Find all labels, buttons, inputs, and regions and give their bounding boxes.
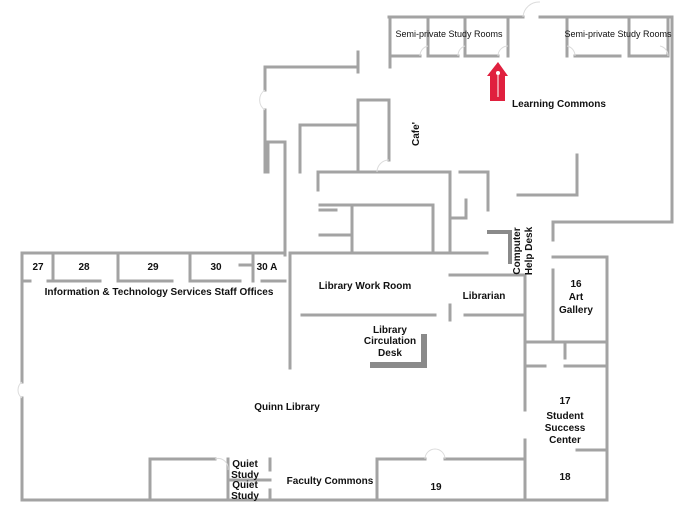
- label-art: Art: [569, 292, 584, 303]
- circulation-desk-counter: [370, 334, 427, 368]
- label-circ-desk: Desk: [378, 348, 402, 359]
- label-faculty-commons: Faculty Commons: [287, 476, 374, 487]
- label-student: Student: [546, 411, 584, 422]
- label-room-19: 19: [430, 482, 442, 493]
- label-help-desk: Help Desk: [524, 226, 535, 275]
- label-success: Success: [545, 423, 586, 434]
- label-quiet-study-1a: Quiet: [232, 459, 258, 470]
- you-are-here-arrow-icon: [487, 62, 508, 101]
- label-circ-circulation: Circulation: [364, 336, 416, 347]
- walls: [20, 15, 674, 502]
- label-library-work-room: Library Work Room: [319, 281, 412, 292]
- label-quinn-library: Quinn Library: [254, 402, 320, 413]
- label-quiet-study-2a: Quiet: [232, 480, 258, 491]
- label-quiet-study-1b: Study: [231, 470, 259, 481]
- label-gallery: Gallery: [559, 305, 593, 316]
- label-its-offices: Information & Technology Services Staff …: [45, 287, 274, 298]
- label-circ-library: Library: [373, 325, 407, 336]
- label-computer: Computer: [512, 227, 523, 274]
- room-labels: Semi-private Study Rooms Semi-private St…: [32, 29, 672, 502]
- label-room-29: 29: [147, 262, 159, 273]
- label-learning-commons: Learning Commons: [512, 99, 606, 110]
- label-room-18: 18: [559, 472, 571, 483]
- label-room-30: 30: [210, 262, 222, 273]
- label-art-gallery-number: 16: [570, 279, 582, 290]
- label-room-28: 28: [78, 262, 90, 273]
- label-semi-private-left: Semi-private Study Rooms: [395, 29, 503, 39]
- label-ssc-number: 17: [559, 396, 571, 407]
- label-cafe: Cafe': [411, 122, 422, 146]
- label-center: Center: [549, 435, 581, 446]
- label-librarian: Librarian: [463, 291, 506, 302]
- label-room-27: 27: [32, 262, 44, 273]
- label-quiet-study-2b: Study: [231, 491, 259, 502]
- doors: [17, 1, 669, 471]
- label-room-30a: 30 A: [257, 262, 278, 273]
- label-semi-private-right: Semi-private Study Rooms: [564, 29, 672, 39]
- computer-help-desk-counter: [487, 230, 512, 264]
